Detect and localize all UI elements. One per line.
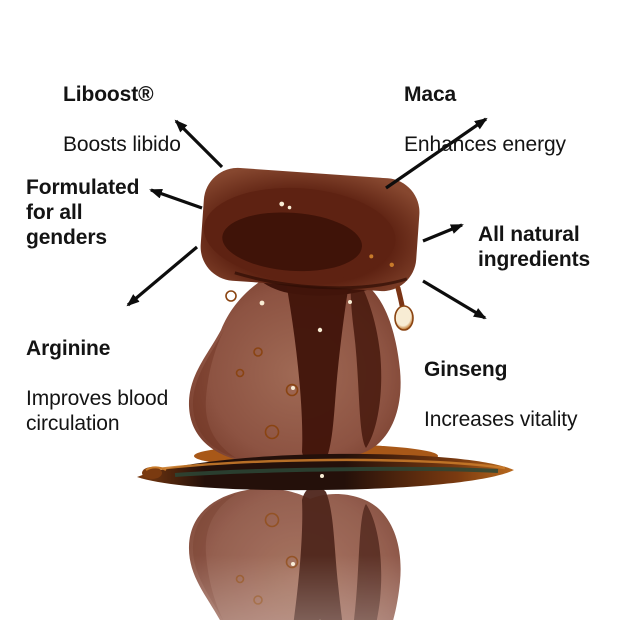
- syrup-drip: [394, 285, 414, 331]
- syrup-pool: [137, 453, 514, 491]
- callout-liboost-desc: Boosts libido: [63, 133, 181, 156]
- arrow-to-liboost: [174, 119, 224, 169]
- callout-all-natural-title: All natural ingredients: [478, 223, 591, 271]
- arrow-to-formulated: [149, 188, 203, 210]
- callout-liboost-title: Liboost®: [63, 83, 154, 106]
- callout-maca-title: Maca: [404, 83, 457, 106]
- callout-ginseng-title: Ginseng: [424, 358, 508, 381]
- callout-formulated-title: Formulated for all genders: [26, 176, 140, 249]
- callout-maca-desc: Enhances energy: [404, 133, 566, 156]
- arrow-to-allnatural: [422, 223, 464, 243]
- callout-arginine: Arginine Improves blood circulation: [26, 311, 168, 461]
- chocolate-cube: [200, 167, 420, 292]
- reflection-fade: [0, 555, 620, 620]
- arrow-to-maca: [385, 117, 488, 190]
- arrow-to-arginine: [126, 245, 199, 307]
- callout-maca: Maca Enhances energy: [404, 57, 566, 182]
- callout-arginine-title: Arginine: [26, 337, 111, 360]
- callout-ginseng-desc: Increases vitality: [424, 408, 578, 431]
- arrow-to-ginseng: [422, 279, 487, 320]
- callout-all-natural: All natural ingredients: [478, 197, 590, 297]
- callout-liboost: Liboost® Boosts libido: [63, 57, 181, 182]
- callout-formulated: Formulated for all genders: [26, 150, 139, 275]
- callout-arginine-desc: Improves blood circulation: [26, 387, 169, 435]
- callout-ginseng: Ginseng Increases vitality: [424, 332, 578, 457]
